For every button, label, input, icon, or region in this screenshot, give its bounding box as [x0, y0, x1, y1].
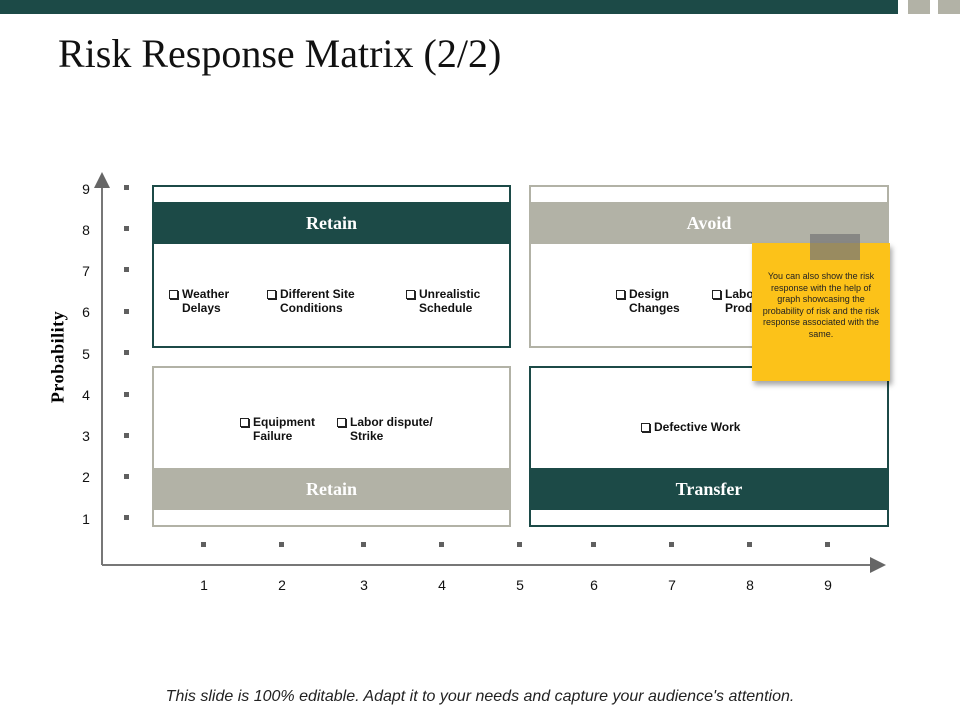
y-grid-dot [124, 392, 129, 397]
x-grid-dot [747, 542, 752, 547]
checkbox-bullet-icon [337, 418, 346, 427]
top-accent-square [938, 0, 960, 14]
top-accent-bar [0, 0, 898, 14]
y-tick-label: 9 [82, 181, 90, 197]
x-grid-dot [669, 542, 674, 547]
y-tick-label: 2 [82, 469, 90, 485]
sticky-note[interactable]: You can also show the risk response with… [752, 243, 890, 381]
sticky-note-tape [810, 234, 860, 260]
x-grid-dot [439, 542, 444, 547]
risk-item-label: Unrealistic Schedule [419, 287, 481, 315]
checkbox-bullet-icon [616, 290, 625, 299]
risk-item: Weather Delays [169, 287, 229, 315]
y-grid-dot [124, 226, 129, 231]
risk-item-label: Defective Work [654, 420, 741, 434]
x-grid-dot [825, 542, 830, 547]
sticky-note-text: You can also show the risk response with… [762, 271, 880, 339]
slide-title: Risk Response Matrix (2/2) [58, 31, 502, 76]
x-tick-label: 8 [746, 577, 754, 593]
quadrant-label-retain: Retain [154, 202, 509, 244]
x-tick-label: 1 [200, 577, 208, 593]
checkbox-bullet-icon [712, 290, 721, 299]
risk-item-label: Labor dispute/ Strike [350, 415, 433, 443]
quadrant-bottom-left: Equipment Failure Labor dispute/ Strike … [152, 366, 511, 527]
risk-item-label: Design Changes [629, 287, 680, 315]
y-tick-label: 5 [82, 346, 90, 362]
y-axis-label: Probability [47, 310, 68, 404]
risk-item: Equipment Failure [240, 415, 315, 443]
quadrant-top-left: Retain Weather Delays Different Site Con… [152, 185, 511, 348]
y-grid-dot [124, 267, 129, 272]
risk-item: Different Site Conditions [267, 287, 355, 315]
risk-item-label: Weather Delays [182, 287, 230, 315]
x-grid-dot [361, 542, 366, 547]
checkbox-bullet-icon [267, 290, 276, 299]
x-grid-dot [591, 542, 596, 547]
y-tick-label: 1 [82, 511, 90, 527]
risk-item-label: Equipment Failure [253, 415, 315, 443]
x-tick-label: 7 [668, 577, 676, 593]
x-tick-label: 3 [360, 577, 368, 593]
quadrant-label-retain: Retain [154, 468, 509, 510]
risk-item: Unrealistic Schedule [406, 287, 480, 315]
x-tick-label: 4 [438, 577, 446, 593]
checkbox-bullet-icon [406, 290, 415, 299]
quadrant-label-transfer: Transfer [531, 468, 887, 510]
risk-item-label: Different Site Conditions [280, 287, 355, 315]
risk-item: Design Changes [616, 287, 680, 315]
y-tick-label: 7 [82, 263, 90, 279]
x-grid-dot [517, 542, 522, 547]
y-grid-dot [124, 474, 129, 479]
x-tick-label: 9 [824, 577, 832, 593]
risk-item: Defective Work [641, 420, 740, 434]
checkbox-bullet-icon [169, 290, 178, 299]
checkbox-bullet-icon [641, 423, 650, 432]
x-tick-label: 6 [590, 577, 598, 593]
x-tick-label: 2 [278, 577, 286, 593]
y-grid-dot [124, 309, 129, 314]
y-grid-dot [124, 515, 129, 520]
y-tick-label: 6 [82, 304, 90, 320]
x-tick-label: 5 [516, 577, 524, 593]
quadrant-bottom-right: Defective Work Transfer [529, 366, 889, 527]
y-tick-label: 4 [82, 387, 90, 403]
risk-item: Labor dispute/ Strike [337, 415, 433, 443]
checkbox-bullet-icon [240, 418, 249, 427]
y-tick-label: 3 [82, 428, 90, 444]
y-grid-dot [124, 350, 129, 355]
y-grid-dot [124, 185, 129, 190]
slide-footer: This slide is 100% editable. Adapt it to… [165, 688, 795, 705]
x-grid-dot [201, 542, 206, 547]
top-accent-square [908, 0, 930, 14]
y-tick-label: 8 [82, 222, 90, 238]
y-grid-dot [124, 433, 129, 438]
x-grid-dot [279, 542, 284, 547]
